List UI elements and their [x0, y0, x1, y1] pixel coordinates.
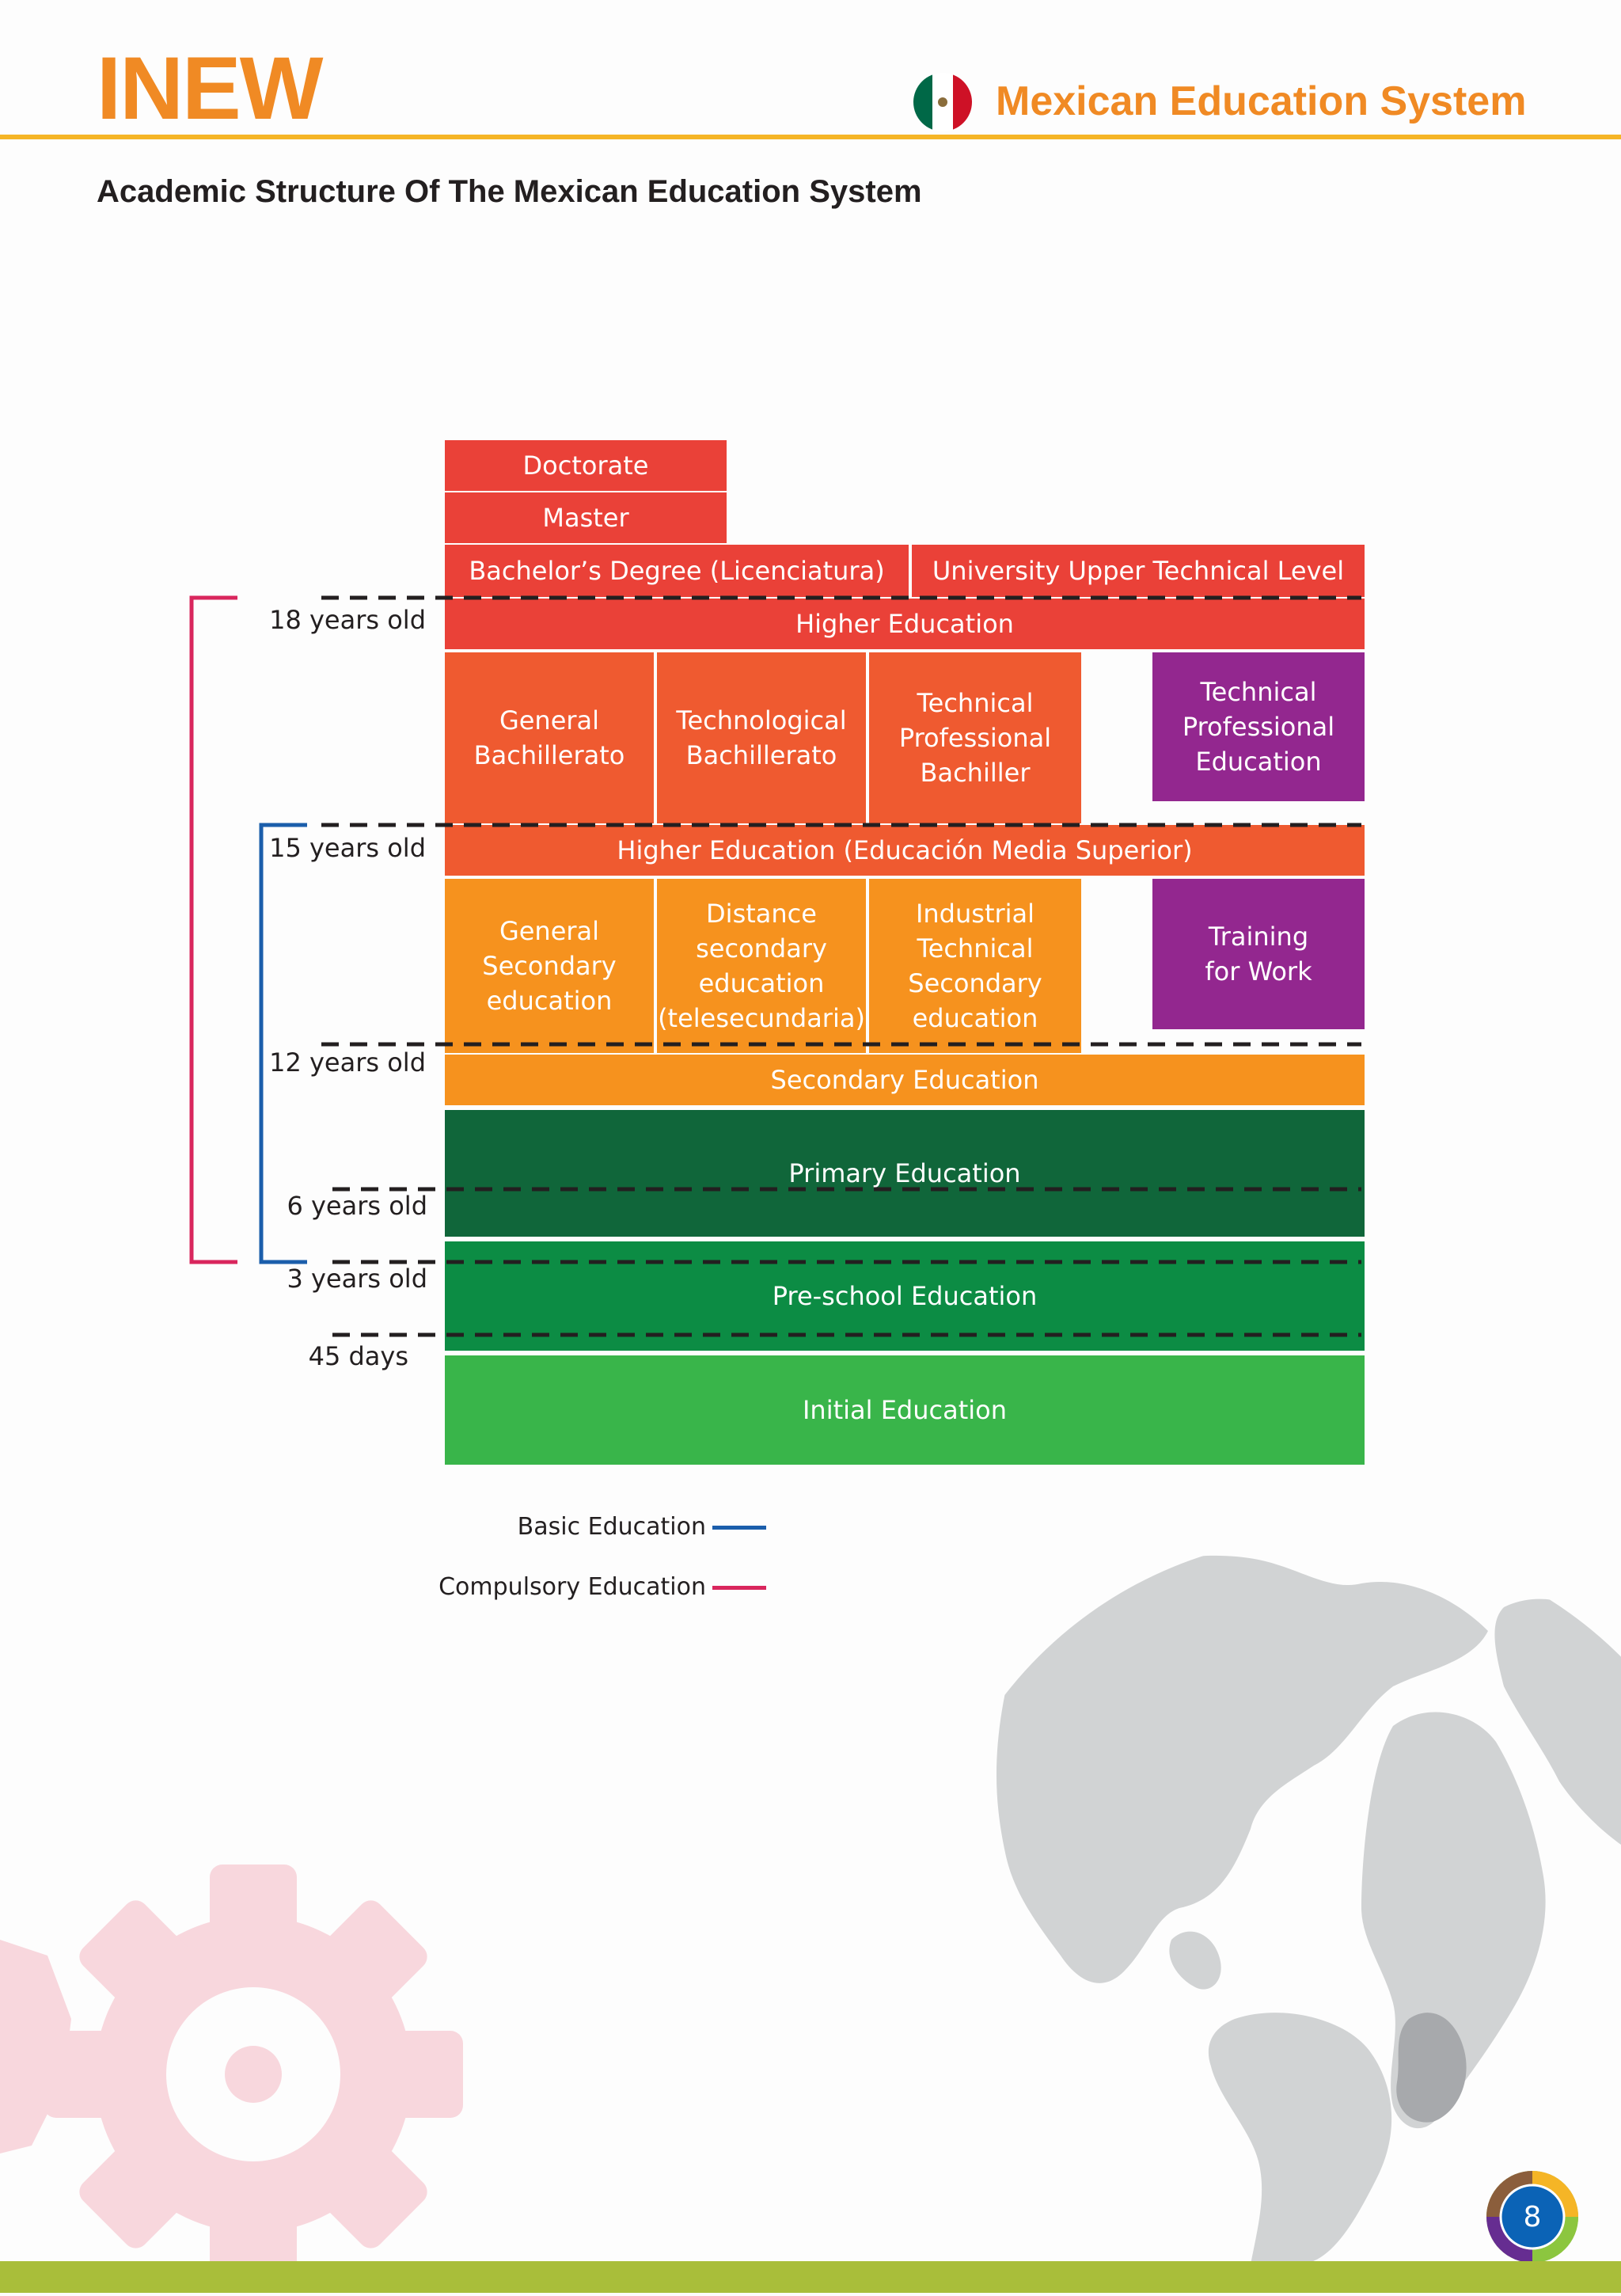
general-secondary-box: General Secondary education: [445, 879, 654, 1053]
globe-icon: [996, 1555, 1621, 2264]
initial-education-label: Initial Education: [802, 1395, 1008, 1425]
technological-bachillerato-label: Technological Bachillerato: [676, 705, 847, 770]
age-label-6: 6 years old: [287, 1191, 427, 1221]
technical-professional-bachiller-label: Technical Professional Bachiller: [898, 688, 1052, 788]
industrial-technical-secondary-label: Industrial Technical Secondary education: [908, 899, 1042, 1033]
technical-professional-education-box: Technical Professional Education: [1152, 652, 1365, 801]
training-for-work-box: Training for Work: [1152, 879, 1365, 1029]
document-title: Mexican Education System: [996, 78, 1527, 124]
page-number: 8: [1523, 2200, 1542, 2233]
page-title: Academic Structure Of The Mexican Educat…: [97, 174, 922, 209]
industrial-technical-secondary-box: Industrial Technical Secondary education: [869, 879, 1081, 1053]
age-label-12: 12 years old: [269, 1047, 426, 1078]
distance-secondary-label: Distance secondary education (telesecund…: [658, 899, 865, 1033]
university-technical-box: University Upper Technical Level: [912, 545, 1365, 597]
age-label-18: 18 years old: [269, 605, 426, 635]
age-label-3: 3 years old: [287, 1264, 427, 1294]
general-bachillerato-label: General Bachillerato: [473, 705, 625, 770]
legend-compulsory-swatch: [712, 1586, 766, 1590]
media-superior-band: Higher Education (Educación Media Superi…: [445, 825, 1365, 876]
logo: INEW: [97, 39, 323, 138]
higher-education-label: Higher Education: [795, 609, 1014, 639]
master-label: Master: [542, 503, 629, 533]
preschool-education-band: Pre-school Education: [445, 1241, 1365, 1351]
primary-education-label: Primary Education: [788, 1158, 1021, 1188]
age-separators: [189, 595, 1361, 1337]
age-label-15: 15 years old: [269, 833, 426, 863]
master-box: Master: [445, 492, 727, 543]
header-divider: [0, 135, 1621, 139]
age-label-45d: 45 days: [308, 1341, 408, 1371]
training-for-work-label: Training for Work: [1205, 922, 1312, 986]
page-number-badge: 8: [1485, 2169, 1580, 2264]
compulsory-education-bracket: [189, 595, 237, 1264]
bachelors-box: Bachelor’s Degree (Licenciatura): [445, 545, 909, 597]
secondary-education-band: Secondary Education: [445, 1055, 1365, 1105]
higher-education-band: Higher Education: [445, 599, 1365, 649]
legend-basic-label: Basic Education: [517, 1513, 706, 1541]
technical-professional-bachiller-box: Technical Professional Bachiller: [869, 652, 1081, 823]
initial-education-band: Initial Education: [445, 1355, 1365, 1465]
gear-icon-partial: [0, 1940, 71, 2153]
general-secondary-label: General Secondary education: [482, 916, 617, 1016]
technological-bachillerato-box: Technological Bachillerato: [657, 652, 866, 823]
media-superior-label: Higher Education (Educación Media Superi…: [617, 835, 1193, 865]
page-number-ring-icon: [1486, 2171, 1578, 2263]
primary-education-band: Primary Education: [445, 1110, 1365, 1237]
legend-basic-swatch: [712, 1526, 766, 1530]
legend-compulsory-label: Compulsory Education: [438, 1573, 706, 1601]
gear-icon: [44, 1865, 463, 2284]
footer-bar: [0, 2261, 1621, 2293]
general-bachillerato-box: General Bachillerato: [445, 652, 654, 823]
distance-secondary-box: Distance secondary education (telesecund…: [657, 879, 866, 1053]
mexico-flag-icon: [913, 73, 972, 131]
basic-education-bracket: [259, 823, 307, 1264]
secondary-education-label: Secondary Education: [770, 1065, 1039, 1095]
preschool-education-label: Pre-school Education: [772, 1281, 1038, 1311]
doctorate-box: Doctorate: [445, 440, 727, 491]
university-technical-label: University Upper Technical Level: [932, 556, 1345, 586]
doctorate-label: Doctorate: [522, 450, 649, 481]
bachelors-label: Bachelor’s Degree (Licenciatura): [469, 556, 885, 586]
technical-professional-education-label: Technical Professional Education: [1182, 677, 1335, 777]
